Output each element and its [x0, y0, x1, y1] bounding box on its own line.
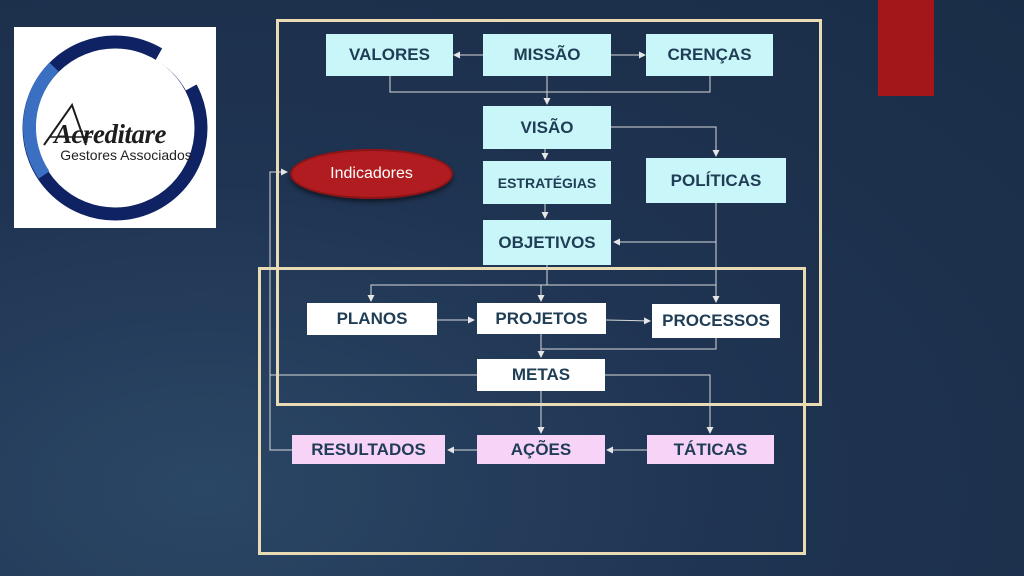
logo-wordmark: Acreditare — [54, 119, 166, 149]
box-missao: MISSÃO — [483, 34, 611, 76]
logo-tagline: Gestores Associados — [60, 147, 192, 163]
corner-tab — [878, 0, 934, 96]
box-politicas: POLÍTICAS — [646, 158, 786, 203]
box-planos: PLANOS — [307, 303, 437, 335]
box-valores: VALORES — [326, 34, 453, 76]
box-visao: VISÃO — [483, 106, 611, 149]
box-metas: METAS — [477, 359, 605, 391]
strategic-frame — [276, 19, 822, 406]
logo-card: Acreditare Gestores Associados — [14, 27, 216, 228]
box-resultados: RESULTADOS — [292, 435, 445, 464]
indicadores-pill: Indicadores — [290, 149, 453, 199]
box-crencas: CRENÇAS — [646, 34, 773, 76]
box-objetivos: OBJETIVOS — [483, 220, 611, 265]
box-processos: PROCESSOS — [652, 304, 780, 338]
box-taticas: TÁTICAS — [647, 435, 774, 464]
logo-ring-icon — [22, 35, 208, 221]
box-estrategias: ESTRATÉGIAS — [483, 161, 611, 204]
box-acoes: AÇÕES — [477, 435, 605, 464]
tactical-frame — [258, 267, 806, 555]
box-projetos: PROJETOS — [477, 303, 606, 334]
